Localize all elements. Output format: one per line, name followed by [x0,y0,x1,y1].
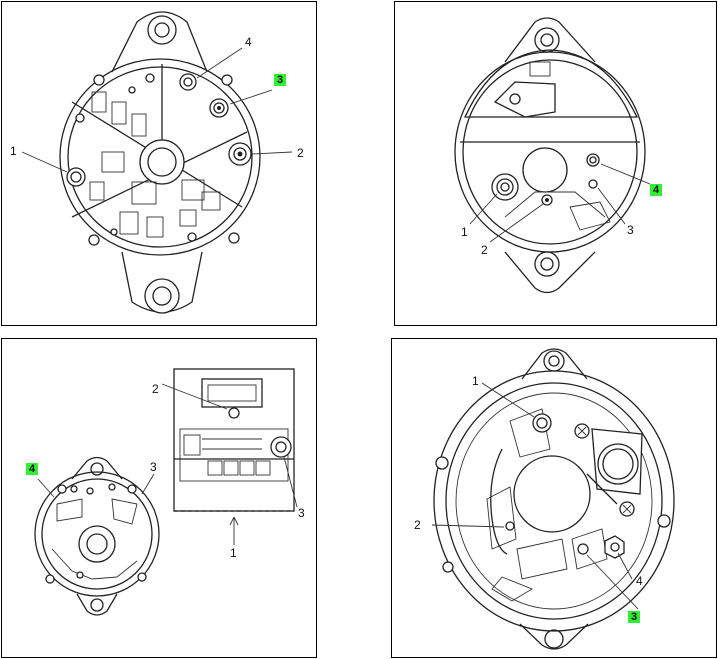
callout-label-2: 2 [152,383,159,395]
callout-label-3-highlighted: 3 [628,611,640,623]
diagram-panel-bottom-left: 2 1 3 3 4 [1,338,317,658]
callout-label-3-highlighted: 3 [274,74,286,86]
callout-label-2: 2 [414,519,421,531]
diagram-panel-top-right: 1 2 3 4 [394,1,717,326]
callout-label-1: 1 [461,226,468,238]
callout-label-1: 1 [10,145,17,157]
callout-label-4-highlighted: 4 [650,184,662,196]
callout-label-4-highlighted: 4 [26,463,38,475]
callout-label-2: 2 [297,147,304,159]
callout-label-1: 1 [472,375,479,387]
callout-label-4: 4 [636,575,643,587]
diagram-panel-bottom-right: 1 2 3 4 [391,338,717,658]
alternator-rear-view-4 [392,339,717,658]
diagram-panel-top-left: 1 2 3 4 [1,1,317,326]
alternator-rear-view-2 [395,2,717,326]
alternator-rear-view-1 [2,2,317,326]
callout-label-3: 3 [627,224,634,236]
callout-label-3-module: 3 [298,507,305,519]
alternator-rear-view-3 [2,339,317,658]
callout-label-2: 2 [481,244,488,256]
callout-label-3-alternator: 3 [150,461,157,473]
callout-label-4: 4 [245,36,252,48]
callout-label-1: 1 [230,547,237,559]
